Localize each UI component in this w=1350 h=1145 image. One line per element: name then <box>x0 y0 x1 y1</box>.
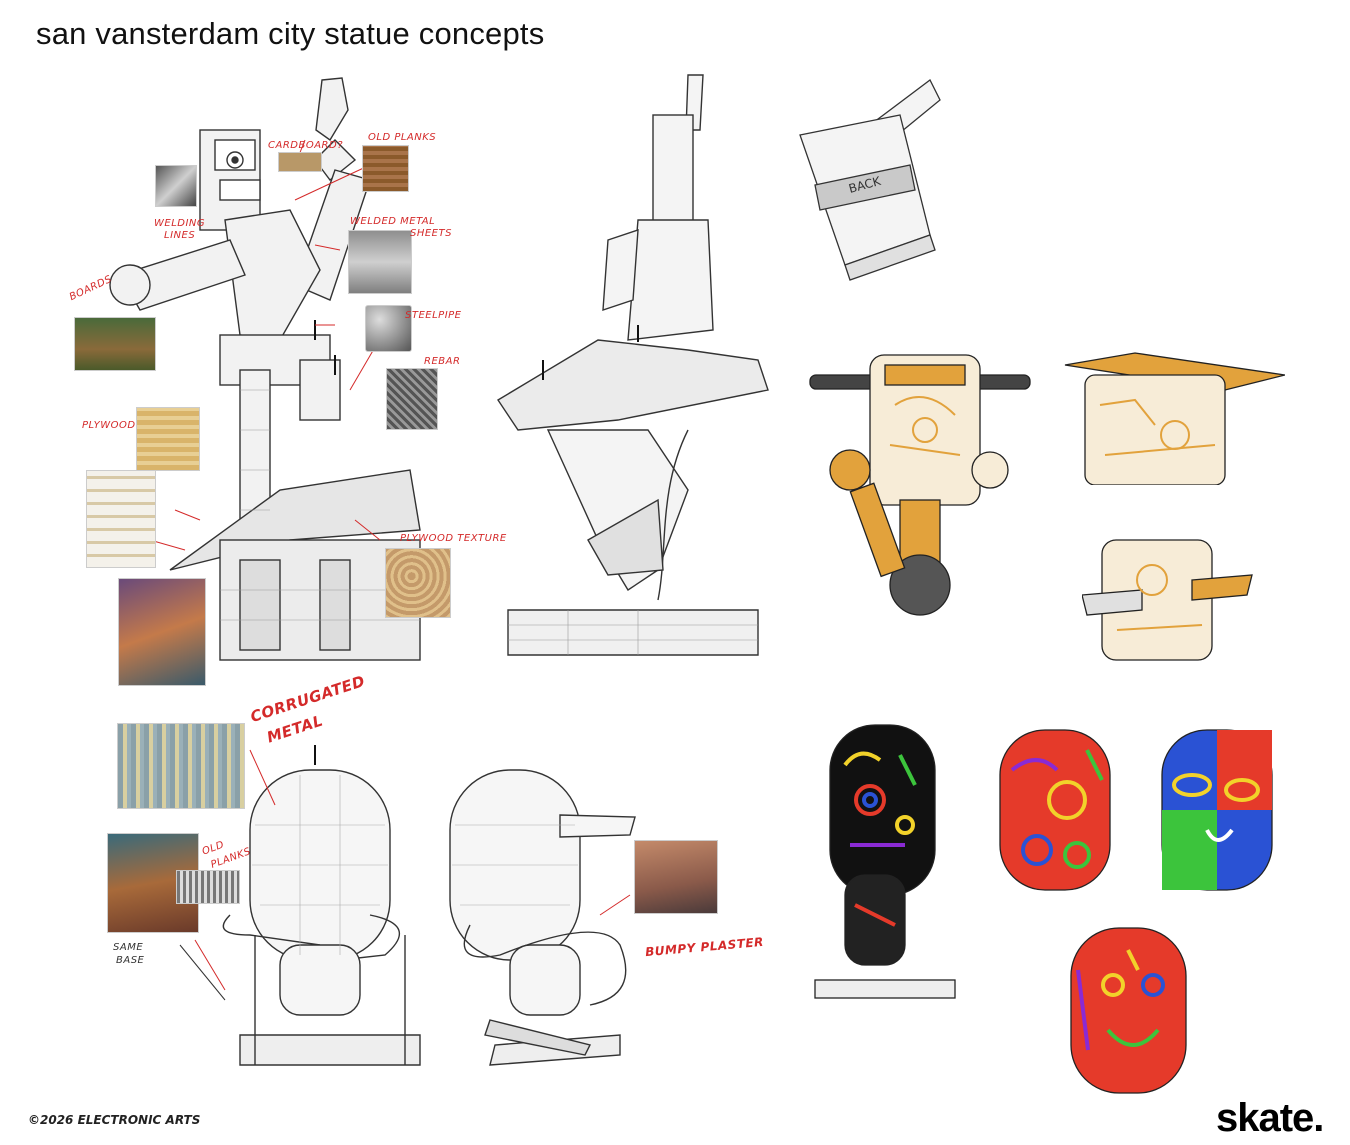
orange-head-block-a <box>1064 352 1285 485</box>
label-plywood: PLYWOOD <box>82 420 136 431</box>
photo-welded-metal-swatch <box>348 230 412 294</box>
photo-plywood-texture-swatch <box>385 548 451 618</box>
skate-logo: skate. <box>1216 1096 1324 1140</box>
photo-steel-pipe-swatch <box>365 305 412 352</box>
label-welding-lines-1: WELDING <box>154 218 206 229</box>
graffiti-head-faces <box>999 729 1111 891</box>
blob-statue-front-sketch <box>179 745 421 1066</box>
label-old-planks: OLD PLANKS <box>368 132 437 143</box>
photo-old-planks-swatch <box>362 145 409 192</box>
label-welded-metal-1: WELDED METAL <box>350 216 436 227</box>
label-cardboard: CARDBOARD? <box>268 140 343 151</box>
orange-head-block-b <box>1082 539 1253 661</box>
label-rebar: REBAR <box>424 356 461 367</box>
graffiti-head-eyes <box>1161 729 1273 891</box>
side-view-sketch <box>497 74 769 656</box>
graffiti-head-red <box>1070 927 1187 1094</box>
photo-particleboard-swatch <box>86 470 156 568</box>
photo-plaster-statue-reference <box>634 840 718 914</box>
label-plywood-texture: PLYWOOD TEXTURE <box>400 533 507 544</box>
photo-pipe-swatch <box>155 165 197 207</box>
photo-wooden-statue-reference <box>107 833 199 933</box>
photo-cardboard-swatch <box>278 152 322 172</box>
label-same-base-2: BASE <box>116 955 145 966</box>
label-steelpipe: STEELPIPE <box>405 310 462 321</box>
orange-figure-render <box>809 354 1031 616</box>
graffiti-figure-dark <box>814 724 956 999</box>
photo-boardwalk-swatch <box>74 317 156 371</box>
label-welding-lines-2: LINES <box>164 230 196 241</box>
page-title: san vansterdam city statue concepts <box>36 16 545 51</box>
photo-rebar-swatch <box>386 368 438 430</box>
photo-old-planks-swatch-2 <box>176 870 240 904</box>
label-bumpy-plaster: BUMPY PLASTER <box>644 934 765 960</box>
photo-plywood-swatch <box>136 407 200 471</box>
label-same-base-1: SAME <box>113 942 144 953</box>
photo-corrugated-metal-swatch <box>117 723 245 809</box>
copyright-notice: ©2026 ELECTRONIC ARTS <box>28 1113 201 1127</box>
head-back-sketch: BACK <box>799 79 941 281</box>
blob-statue-side-sketch <box>449 769 636 1066</box>
photo-statue-reference <box>118 578 206 686</box>
label-welded-metal-2: SHEETS <box>410 228 452 239</box>
